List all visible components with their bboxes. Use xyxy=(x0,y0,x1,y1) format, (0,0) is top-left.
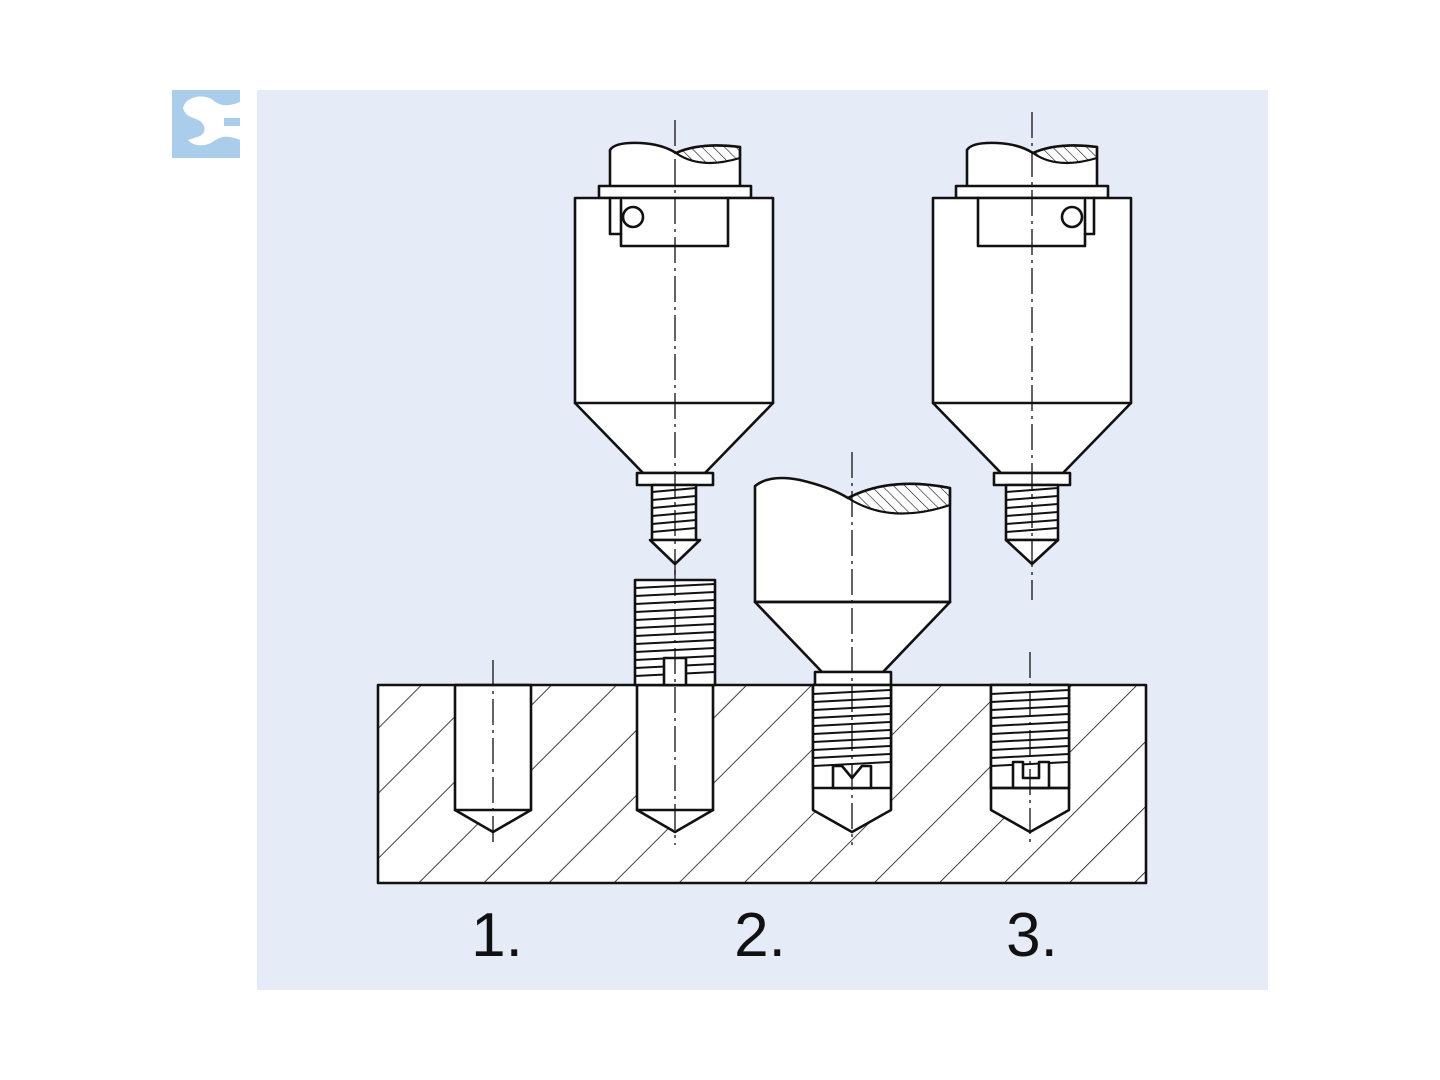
setting-tool-left xyxy=(573,120,775,600)
step-label-2: 2. xyxy=(734,901,786,970)
threaded-insert-loose xyxy=(633,570,717,845)
threaded-insert-installed-step3 xyxy=(989,652,1071,845)
wrench-logo-icon xyxy=(172,90,240,158)
step-label-3: 3. xyxy=(1006,901,1058,970)
setting-tool-right xyxy=(931,112,1133,600)
step-label-1: 1. xyxy=(471,901,523,970)
threaded-insert-installed-step2 xyxy=(811,452,893,845)
